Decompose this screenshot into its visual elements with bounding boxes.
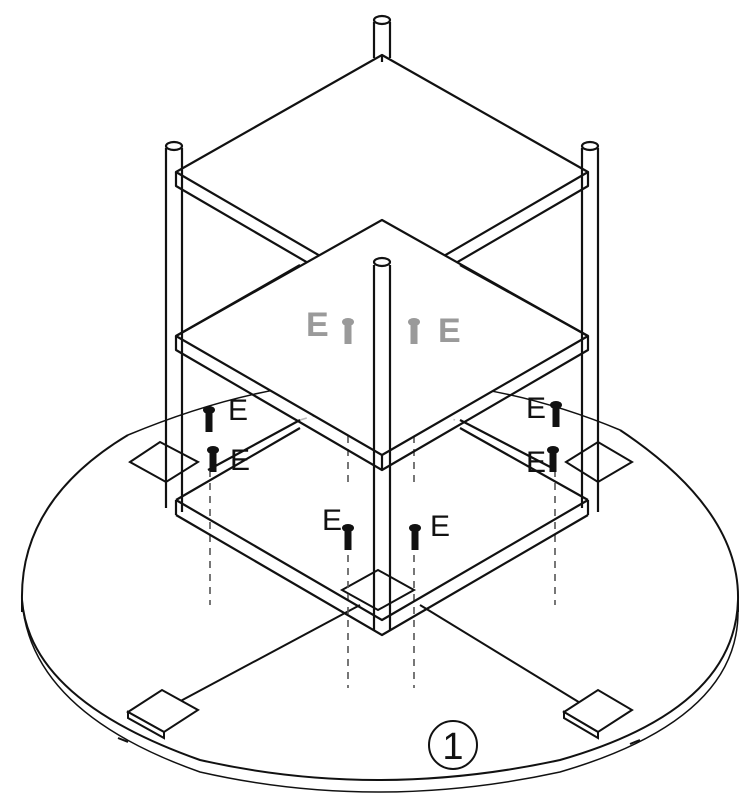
floor-plate-front-left: [126, 688, 200, 740]
shelf-frame: [164, 14, 600, 637]
screw-label: E: [438, 312, 461, 350]
screw-label: E: [230, 444, 250, 477]
screw-labels: E E E E E E E E: [228, 306, 546, 543]
floor-plate-center: [339, 568, 417, 612]
round-base-disc: [20, 379, 740, 793]
floor-plate-left: [128, 440, 201, 484]
step-number: 1: [442, 726, 463, 768]
screw-label: E: [526, 446, 546, 479]
screw-label: E: [306, 306, 329, 344]
screw-label: E: [430, 510, 450, 543]
screw-label: E: [526, 392, 546, 425]
step-number-badge: 1: [428, 720, 478, 770]
screw-label: E: [322, 504, 342, 537]
screw-label: E: [228, 394, 248, 427]
floor-plate-front-right: [562, 688, 634, 740]
